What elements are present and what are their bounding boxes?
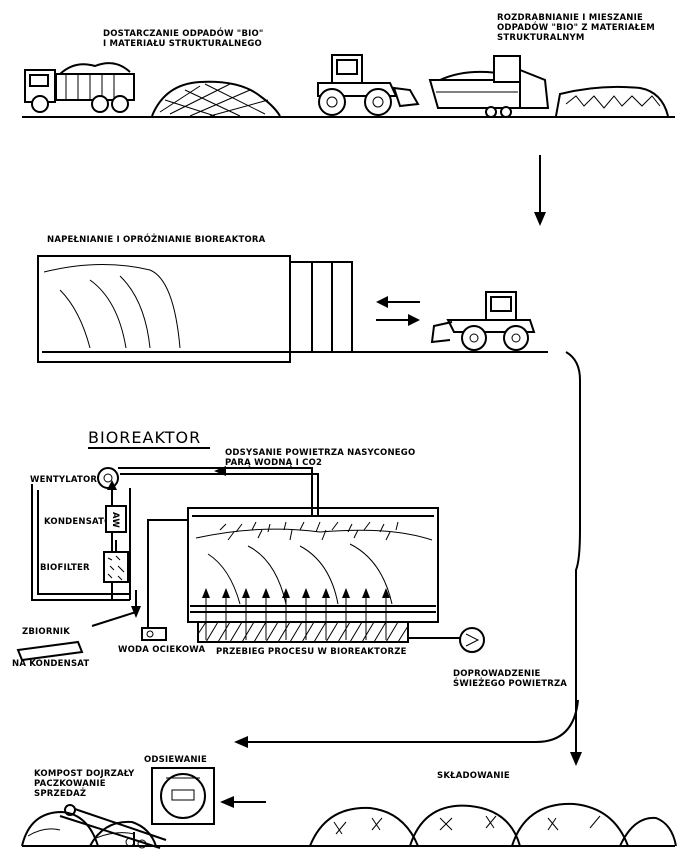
process-label: PRZEBIEG PROCESU W BIOREAKTORZE (216, 647, 407, 657)
blower-icon (459, 627, 485, 653)
fresh-air-label-line2: ŚWIEŻEGO POWIETRZA (453, 677, 567, 689)
airflow-arrows (202, 588, 390, 640)
compost-label-line2: PACZKOWANIE (34, 779, 106, 789)
screening-drum-icon (151, 767, 215, 825)
fan-icon (97, 467, 119, 489)
compost-label-line1: KOMPOST DOJRZAŁY (34, 769, 135, 779)
loader-icon (317, 54, 420, 116)
tank-label-line2: NA KONDENSAT (12, 659, 89, 669)
flow-arrow-to-screening (234, 699, 579, 748)
leachate-label: WODA OCIEKOWA (118, 645, 205, 655)
bioreactor-chamber (37, 255, 291, 363)
flow-arrow-down-1 (534, 155, 546, 226)
suction-label-line2: PARĄ WODNĄ I CO2 (225, 458, 322, 468)
spray-pattern (219, 521, 399, 541)
delivery-label-line1: DOSTARCZANIE ODPADÓW "BIO" (103, 27, 264, 39)
bidirectional-arrows-icon (376, 296, 420, 326)
flow-arrow-right-down (565, 351, 582, 766)
biofilter-label: BIOFILTER (40, 563, 90, 573)
screening-label: ODSIEWANIE (144, 755, 207, 765)
suction-duct (118, 467, 313, 516)
storage-label: SKŁADOWANIE (437, 771, 510, 781)
flow-arrow-into-screening (220, 796, 266, 808)
compost-label-line3: SPRZEDAŻ (34, 788, 86, 799)
tank-label-line1: ZBIORNIK (22, 627, 70, 637)
shredder-mixer-icon (428, 55, 550, 118)
stage-delivery: DOSTARCZANIE ODPADÓW "BIO" I MATERIAŁU S… (22, 13, 675, 118)
condensate-tank-icon (16, 640, 84, 662)
fresh-air-label-line1: DOPROWADZENIE (453, 669, 541, 679)
biofilter-icon (103, 540, 129, 583)
fan-label: WENTYLATOR (30, 475, 97, 485)
truck-icon (24, 62, 135, 113)
condensate-pipe (31, 484, 130, 601)
storage-heaps-icon (309, 802, 677, 847)
delivery-label-line2: I MATERIAŁU STRUKTURALNEGO (103, 39, 262, 49)
aeration-floor-hatch (197, 621, 409, 643)
filling-label: NAPEŁNIANIE I OPRÓŻNIANIE BIOREAKTORA (47, 233, 266, 245)
loader-icon-2 (430, 291, 536, 351)
bioreactor-door (289, 261, 353, 353)
compost-heaps-icon (21, 810, 157, 847)
shredding-label-line3: STRUKTURALNYM (497, 33, 585, 43)
stage-bioreactor: BIOREAKTOR ODSYSANIE POWIETRZA NASYCONEG… (12, 428, 567, 689)
condenser-label: KONDENSATOR (44, 517, 119, 527)
material-heap-icon (151, 80, 281, 117)
mixed-heap-icon (555, 85, 669, 117)
condenser-icon: AW (105, 505, 127, 533)
stage-screening-storage: ODSIEWANIE KOMPOST DOJRZAŁY PACZKOWANIE … (21, 755, 677, 849)
stage-filling: NAPEŁNIANIE I OPRÓŻNIANIE BIOREAKTORA (37, 233, 548, 363)
shredding-label-line2: ODPADÓW "BIO" Z MATERIAŁEM (497, 21, 655, 33)
compost-surface (195, 528, 433, 541)
condenser-unit-mark: AW (110, 512, 120, 528)
leachate-tank-icon (141, 627, 167, 641)
leachate-pipe (147, 519, 188, 632)
conveyor-icon (59, 804, 167, 849)
suction-label-line1: ODSYSANIE POWIETRZA NASYCONEGO (225, 448, 415, 458)
bioreactor-title: BIOREAKTOR (88, 428, 201, 447)
shredding-label-line1: ROZDRABNIANIE I MIESZANIE (497, 13, 643, 23)
